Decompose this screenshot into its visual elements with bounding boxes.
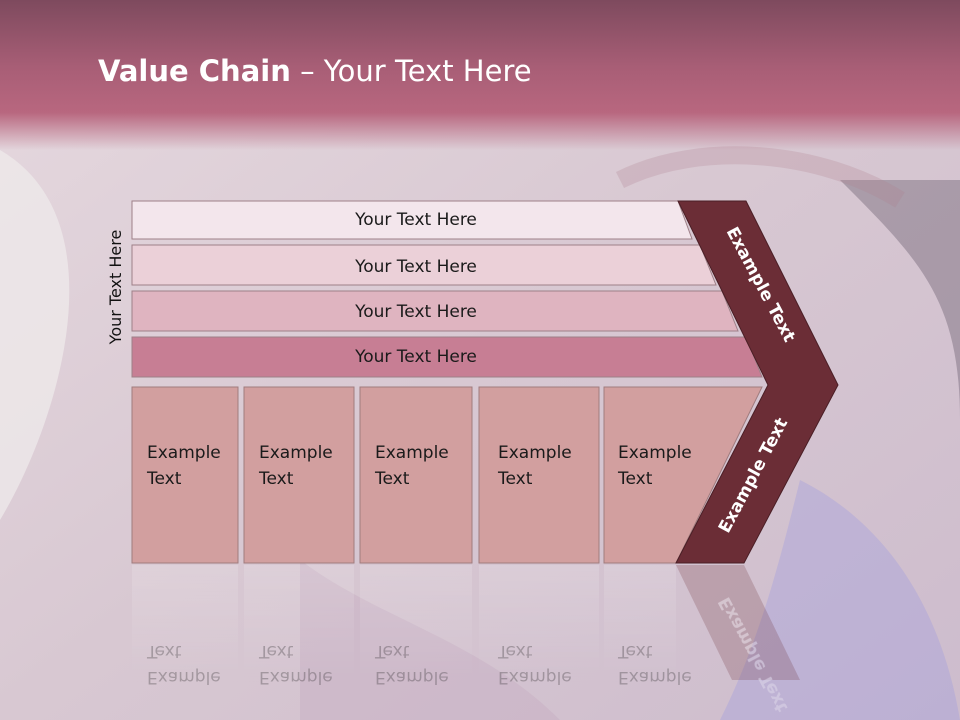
reflection-text-4b: Text (497, 641, 533, 661)
cell-3[interactable]: Example Text (359, 386, 473, 564)
band-3-label: Your Text Here (354, 302, 477, 322)
band-2-label: Your Text Here (354, 257, 477, 277)
chevron-arrow-shape (675, 200, 839, 564)
band-4-label: Your Text Here (354, 347, 477, 367)
diagram-reflection: Example Text Example Text Example Text E… (132, 565, 800, 715)
title-rest: – Your Text Here (290, 54, 532, 88)
cell-2-line1: Example (259, 443, 333, 463)
cell-2[interactable]: Example Text (243, 386, 355, 564)
reflection-text-5a: Example (618, 667, 692, 687)
band-4-shape (131, 336, 763, 378)
band-1-shape (131, 200, 693, 240)
cell-3-line2: Text (374, 469, 410, 489)
cell-1[interactable]: Example Text (131, 386, 239, 564)
cell-3-shape (359, 386, 473, 564)
band-3-shape (131, 290, 739, 332)
cell-4-line2: Text (497, 469, 533, 489)
reflection-cell-5 (604, 565, 676, 685)
page-title: Value Chain – Your Text Here (98, 54, 532, 88)
reflection-text-2a: Example (259, 667, 333, 687)
cell-5-line2: Text (617, 469, 653, 489)
reflection-text-3a: Example (375, 667, 449, 687)
cell-4-line1: Example (498, 443, 572, 463)
band-1[interactable]: Your Text Here (131, 200, 693, 240)
reflection-cell-1 (132, 565, 238, 685)
reflection-text-1a: Example (147, 667, 221, 687)
cell-1-line1: Example (147, 443, 221, 463)
reflection-arrow (676, 565, 800, 680)
title-bold: Value Chain (98, 54, 291, 88)
reflection-text-5b: Text (617, 641, 653, 661)
reflection-text-2b: Text (258, 641, 294, 661)
reflection-text-4a: Example (498, 667, 572, 687)
reflection-text-3b: Text (374, 641, 410, 661)
band-4[interactable]: Your Text Here (131, 336, 763, 378)
reflection-cell-3 (360, 565, 472, 685)
cell-5-line1: Example (618, 443, 692, 463)
cell-3-line1: Example (375, 443, 449, 463)
reflection-cell-4 (479, 565, 599, 685)
band-2[interactable]: Your Text Here (131, 244, 717, 286)
cell-4-shape (478, 386, 600, 564)
header-band (0, 0, 960, 150)
band-3[interactable]: Your Text Here (131, 290, 739, 332)
cell-5[interactable]: Example Text (603, 386, 763, 564)
cell-1-line2: Text (146, 469, 182, 489)
cell-1-shape (131, 386, 239, 564)
reflection-text-1b: Text (146, 641, 182, 661)
band-2-shape (131, 244, 717, 286)
reflection-cell-2 (244, 565, 354, 685)
cell-2-line2: Text (258, 469, 294, 489)
band-1-label: Your Text Here (354, 210, 477, 230)
cell-4[interactable]: Example Text (478, 386, 600, 564)
cell-2-shape (243, 386, 355, 564)
